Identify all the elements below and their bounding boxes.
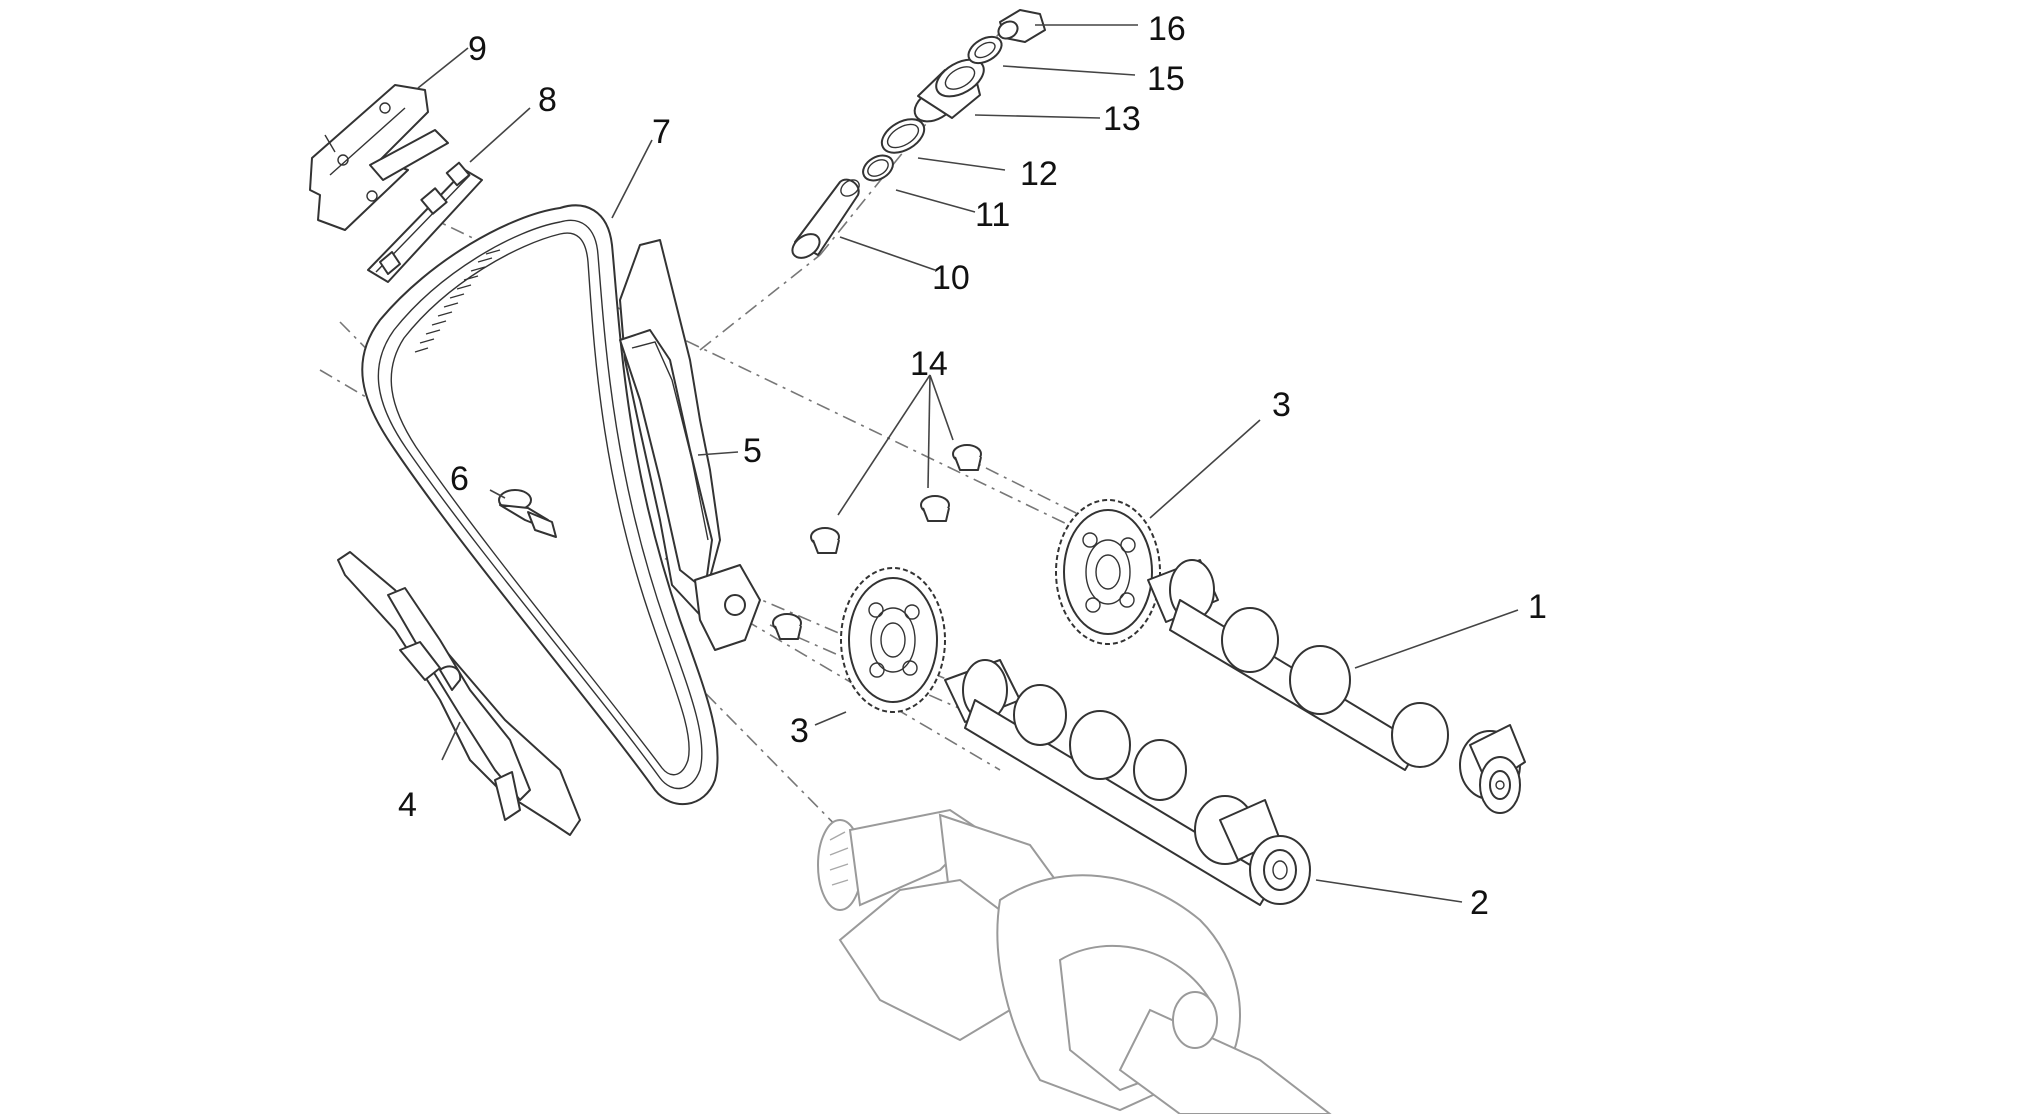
- bolt-d: [772, 613, 802, 640]
- label-11: 11: [975, 196, 1010, 234]
- part-13-tensioner-cap: [913, 58, 985, 123]
- part-1-camshaft: [1147, 559, 1526, 814]
- label-14: 14: [910, 345, 948, 383]
- part-15-washer: [967, 35, 1003, 65]
- bolt-a: [952, 444, 982, 471]
- label-15: 15: [1147, 60, 1185, 98]
- part-12-o-ring: [880, 118, 926, 154]
- label-2: 2: [1470, 884, 1489, 922]
- bolt-c: [810, 527, 840, 554]
- part-labels: 1 2 3 3 4 5 6 7 8 9 10 11 12 13 14 15 16: [398, 10, 1547, 922]
- label-3-lower: 3: [790, 712, 809, 750]
- label-3-upper: 3: [1272, 386, 1291, 424]
- label-1: 1: [1528, 588, 1547, 626]
- part-2-camshaft: [944, 659, 1311, 906]
- label-16: 16: [1148, 10, 1186, 48]
- leader-lines: [417, 24, 1519, 903]
- part-11-o-ring: [862, 154, 894, 182]
- part-9-guide-bracket: [309, 84, 449, 231]
- part-8-guide-rail: [367, 161, 483, 283]
- label-6: 6: [450, 460, 469, 498]
- label-4: 4: [398, 786, 417, 824]
- part-14-sprocket-bolts: [772, 444, 982, 640]
- label-5: 5: [743, 432, 762, 470]
- label-9: 9: [468, 30, 487, 68]
- part-3-upper-sprocket: [1055, 499, 1161, 645]
- part-6-pivot-bolt: [498, 489, 557, 538]
- part-3-lower-sprocket: [840, 567, 946, 713]
- part-10-tensioner-body: [791, 178, 860, 259]
- label-7: 7: [652, 113, 671, 151]
- chain-links: [414, 249, 501, 353]
- part-5-tensioner-guide: [619, 239, 761, 651]
- part-16-plug: [997, 9, 1046, 43]
- label-10: 10: [932, 259, 970, 297]
- label-13: 13: [1103, 100, 1141, 138]
- label-12: 12: [1020, 155, 1058, 193]
- crankshaft: [817, 808, 1332, 1114]
- part-4-fixed-guide: [337, 551, 581, 836]
- bolt-b: [920, 495, 950, 522]
- label-8: 8: [538, 81, 557, 119]
